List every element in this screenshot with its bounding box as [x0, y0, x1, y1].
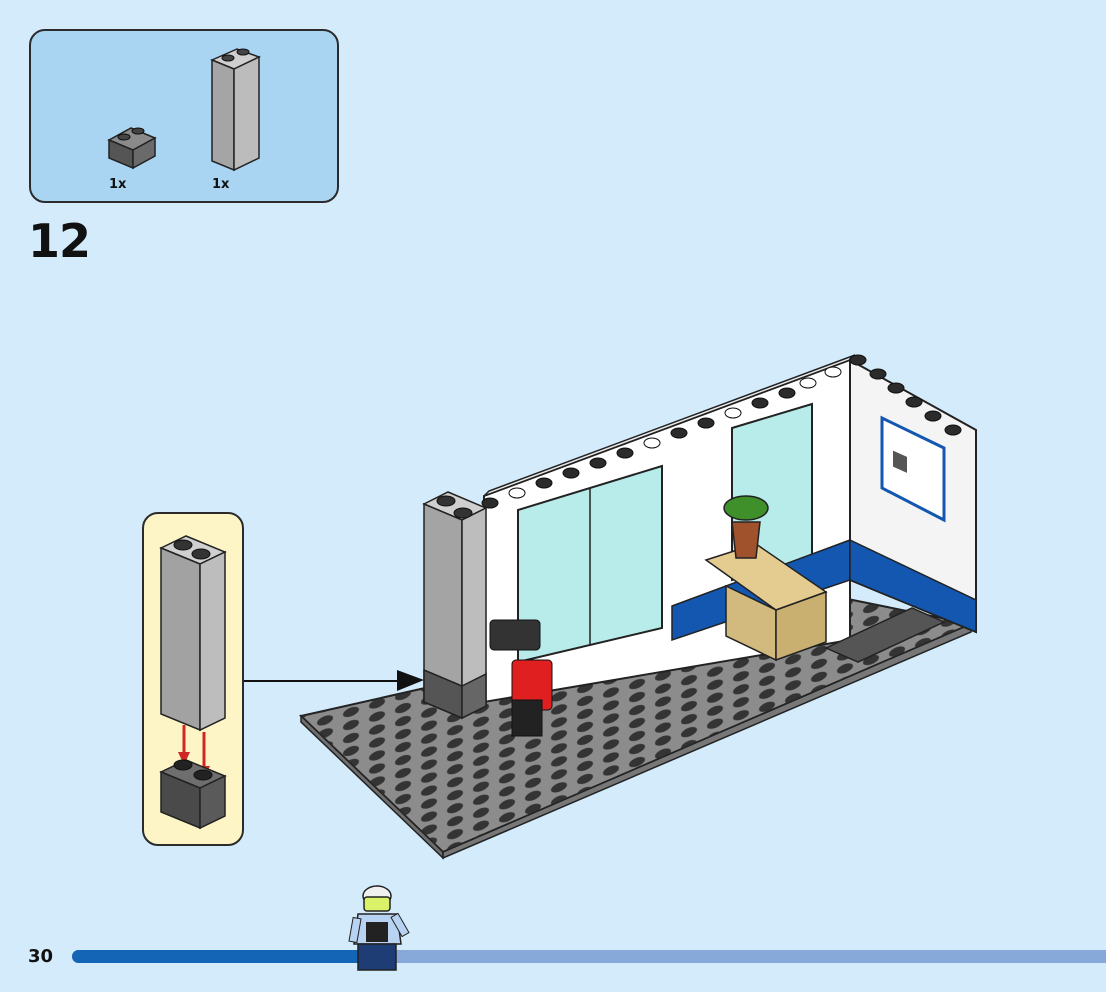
brick-stacking-detail-icon — [159, 535, 227, 830]
parts-list-box — [29, 29, 339, 203]
part-quantity: 1x — [212, 177, 230, 192]
medium-gray-brick-1x2x5-icon — [210, 48, 261, 172]
part-quantity: 1x — [109, 177, 127, 192]
page-number: 30 — [28, 946, 54, 967]
progress-fill — [72, 950, 372, 963]
step-number: 12 — [28, 214, 91, 268]
dark-gray-brick-1x2-icon — [107, 127, 157, 170]
